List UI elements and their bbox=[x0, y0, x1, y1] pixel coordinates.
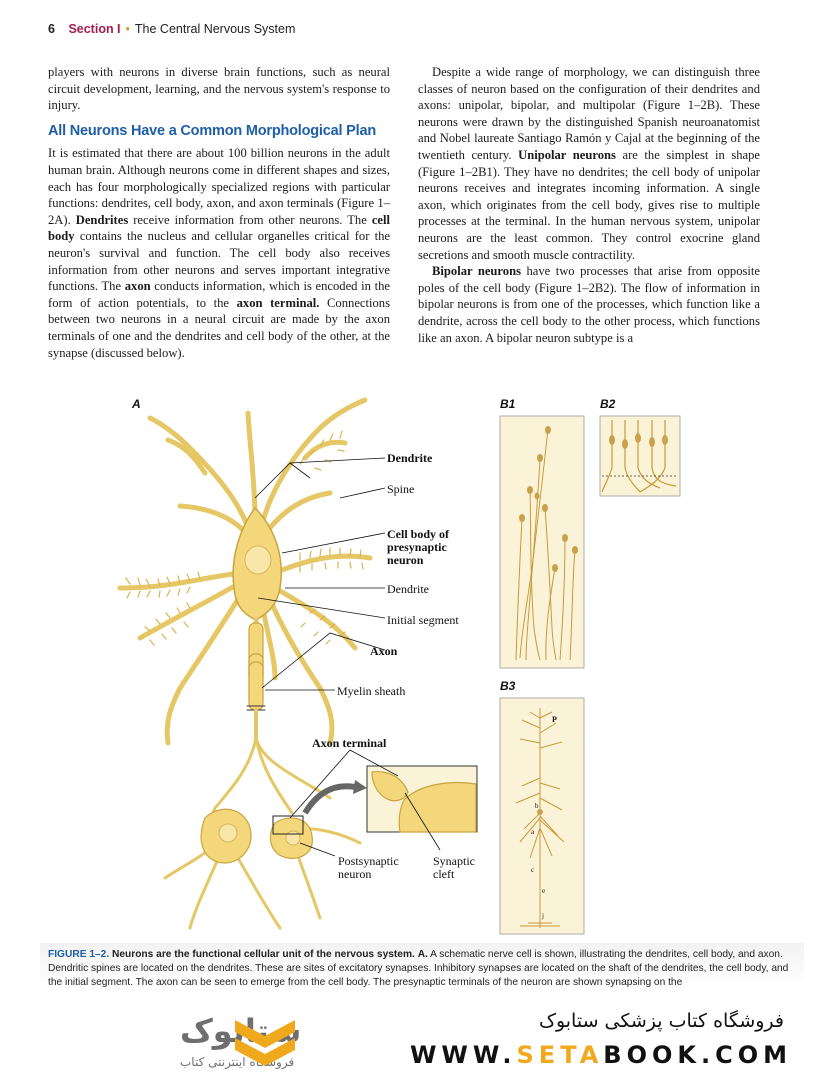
b3-mark-j: j bbox=[541, 912, 544, 920]
label-axon: Axon bbox=[370, 644, 398, 658]
page-number: 6 bbox=[48, 22, 55, 36]
right-column: Despite a wide range of morphology, we c… bbox=[418, 64, 760, 346]
panel-b3-letter: B3 bbox=[500, 679, 516, 693]
store-url[interactable]: WWW.SETABOOK.COM bbox=[410, 1041, 792, 1069]
label-myelin-sheath: Myelin sheath bbox=[337, 684, 405, 698]
label-synaptic-cleft-2: cleft bbox=[433, 867, 455, 881]
text-run: receive information from other neurons. … bbox=[128, 212, 372, 227]
chapter-title: The Central Nervous System bbox=[134, 22, 296, 36]
caption-panel: A. bbox=[417, 949, 428, 960]
label-cell-body-2: presynaptic bbox=[387, 540, 447, 554]
right-paragraph-1: Despite a wide range of morphology, we c… bbox=[418, 64, 760, 263]
label-spine: Spine bbox=[387, 482, 414, 496]
caption-text: A schematic nerve cell is shown, illustr… bbox=[48, 949, 789, 988]
panel-a-letter: A bbox=[131, 397, 141, 411]
right-paragraph-2: Bipolar neurons have two processes that … bbox=[418, 263, 760, 346]
label-postsynaptic-1: Postsynaptic bbox=[338, 854, 399, 868]
b3-mark-c: c bbox=[531, 866, 534, 874]
label-cell-body-1: Cell body of bbox=[387, 527, 450, 541]
figure-caption: FIGURE 1–2. Neurons are the functional c… bbox=[48, 948, 800, 990]
setabook-logo: ستابوک فروشگاه اینترنتی کتاب bbox=[30, 1012, 301, 1072]
b3-mark-a: a bbox=[531, 828, 535, 836]
store-name: فروشگاه کتاب پزشکی ستابوک bbox=[538, 1010, 784, 1032]
label-postsynaptic-2: neuron bbox=[338, 867, 371, 881]
panel-b1-unipolar-drawing bbox=[499, 415, 585, 669]
url-highlight: SETA bbox=[516, 1041, 604, 1069]
b3-mark-p: P bbox=[552, 715, 557, 724]
postsynaptic-neurons bbox=[163, 808, 362, 930]
label-dendrite-top: Dendrite bbox=[387, 451, 433, 465]
text-run: conducts information, which is encoded i… bbox=[48, 279, 390, 310]
axon-shaft bbox=[209, 617, 332, 850]
panel-b1-letter: B1 bbox=[500, 397, 516, 411]
text-run: Despite a wide range of morphology, we c… bbox=[418, 65, 760, 162]
synapse-highlight-box bbox=[272, 815, 304, 835]
url-suffix: BOOK.COM bbox=[603, 1041, 792, 1069]
nucleus bbox=[244, 545, 272, 575]
panel-b2-bipolar-drawing bbox=[599, 415, 681, 497]
term-bipolar: Bipolar neurons bbox=[432, 264, 521, 279]
left-paragraph-1: players with neurons in diverse brain fu… bbox=[48, 65, 390, 113]
publisher-footer bbox=[0, 1000, 836, 1080]
section-label: Section I bbox=[68, 22, 121, 36]
running-header: 6 Section I • The Central Nervous System bbox=[48, 22, 295, 36]
label-synaptic-cleft-1: Synaptic bbox=[433, 854, 475, 868]
b3-mark-e: e bbox=[542, 887, 545, 895]
text-run: Connections between two neurons in a neu… bbox=[48, 295, 390, 360]
label-dendrite-mid: Dendrite bbox=[387, 582, 429, 596]
panel-b2-letter: B2 bbox=[600, 397, 616, 411]
caption-title: Neurons are the functional cellular unit… bbox=[112, 949, 415, 960]
text-run: contains the nucleus and cellular organe… bbox=[48, 229, 390, 294]
text-run: have two processes that arise from oppos… bbox=[418, 264, 761, 345]
label-leader-lines bbox=[254, 457, 441, 857]
caption-band bbox=[40, 943, 804, 995]
presynaptic-neuron bbox=[117, 397, 373, 930]
zoom-arrow bbox=[302, 783, 361, 815]
label-initial-segment: Initial segment bbox=[387, 613, 459, 627]
text-run: are the simplest in shape (Figure 1–2B1)… bbox=[418, 147, 760, 262]
left-column: players with neurons in diverse brain fu… bbox=[48, 64, 390, 361]
dendrite-tree bbox=[117, 397, 373, 746]
caption-label: FIGURE 1–2. bbox=[48, 949, 110, 960]
term-axon-terminal: axon terminal. bbox=[236, 295, 320, 310]
logo-chevron-icon bbox=[235, 1020, 295, 1066]
header-separator: • bbox=[125, 22, 130, 36]
term-axon: axon bbox=[124, 279, 151, 294]
term-cell-body: cell body bbox=[48, 212, 390, 244]
term-dendrites: Dendrites bbox=[75, 212, 129, 227]
panel-b3-multipolar-drawing bbox=[499, 697, 585, 935]
b3-mark-b: b bbox=[535, 802, 539, 810]
text-run: It is estimated that there are about 100… bbox=[48, 146, 390, 227]
url-prefix: WWW. bbox=[409, 1041, 517, 1069]
term-unipolar: Unipolar neurons bbox=[518, 147, 616, 162]
logo-graphic: ستابوک فروشگاه اینترنتی کتاب bbox=[180, 1012, 301, 1070]
label-axon-terminal: Axon terminal bbox=[312, 736, 387, 750]
section-heading: All Neurons Have a Common Morphological … bbox=[48, 122, 376, 139]
figure-1-2: A bbox=[117, 397, 681, 935]
myelin-segment bbox=[248, 661, 264, 711]
label-cell-body-3: neuron bbox=[387, 553, 424, 567]
left-paragraph-2: It is estimated that there are about 100… bbox=[48, 145, 390, 361]
